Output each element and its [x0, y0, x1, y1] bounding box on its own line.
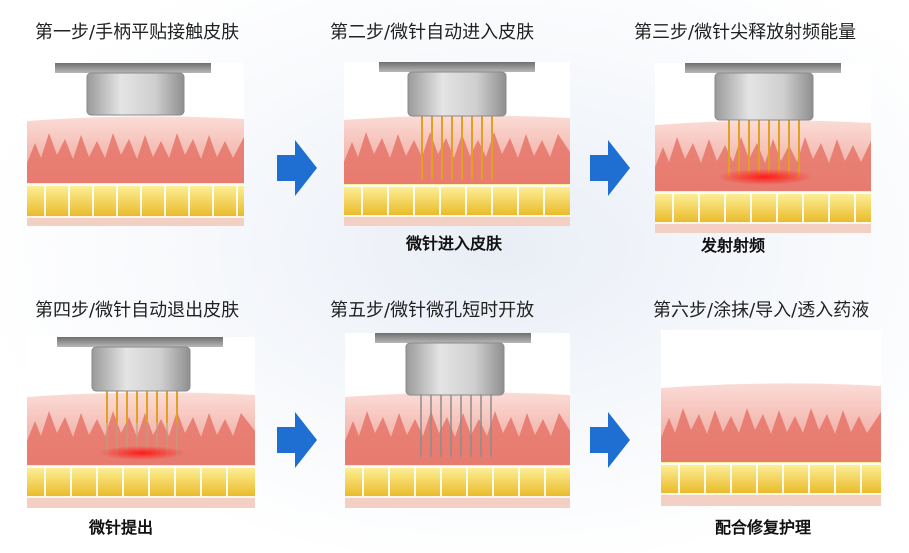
- step-4-illustration: [27, 337, 255, 508]
- step-6-caption: 配合修复护理: [715, 518, 812, 537]
- step-6-illustration: [661, 330, 881, 506]
- handpiece-icon: [685, 63, 841, 121]
- right-arrow-icon: [277, 412, 317, 468]
- handpiece-icon: [375, 333, 531, 396]
- step-2-illustration: [344, 62, 570, 226]
- rf-energy-glow: [717, 169, 813, 185]
- step-5-illustration: [345, 333, 570, 508]
- step-1-title: 第一步/手柄平贴接触皮肤: [35, 22, 240, 43]
- right-arrow-icon: [277, 140, 317, 196]
- step-5-title: 第五步/微针微孔短时开放: [330, 300, 535, 321]
- step-4-title: 第四步/微针自动退出皮肤: [35, 300, 240, 321]
- step-3-illustration: [655, 63, 871, 233]
- step-6-title: 第六步/涂抹/导入/透入药液: [653, 300, 870, 321]
- step-2-title: 第二步/微针自动进入皮肤: [330, 22, 535, 43]
- step-1-illustration: [27, 63, 244, 226]
- step-3-caption: 发射射频: [701, 236, 766, 255]
- handpiece-icon: [379, 62, 535, 117]
- step-4-caption: 微针提出: [89, 518, 154, 537]
- right-arrow-icon: [590, 412, 630, 468]
- handpiece-icon: [57, 337, 223, 392]
- step-2-caption: 微针进入皮肤: [406, 234, 503, 253]
- rf-energy-glow: [98, 446, 186, 460]
- step-3-title: 第三步/微针尖释放射频能量: [634, 22, 857, 43]
- right-arrow-icon: [590, 140, 630, 196]
- handpiece-icon: [55, 63, 211, 116]
